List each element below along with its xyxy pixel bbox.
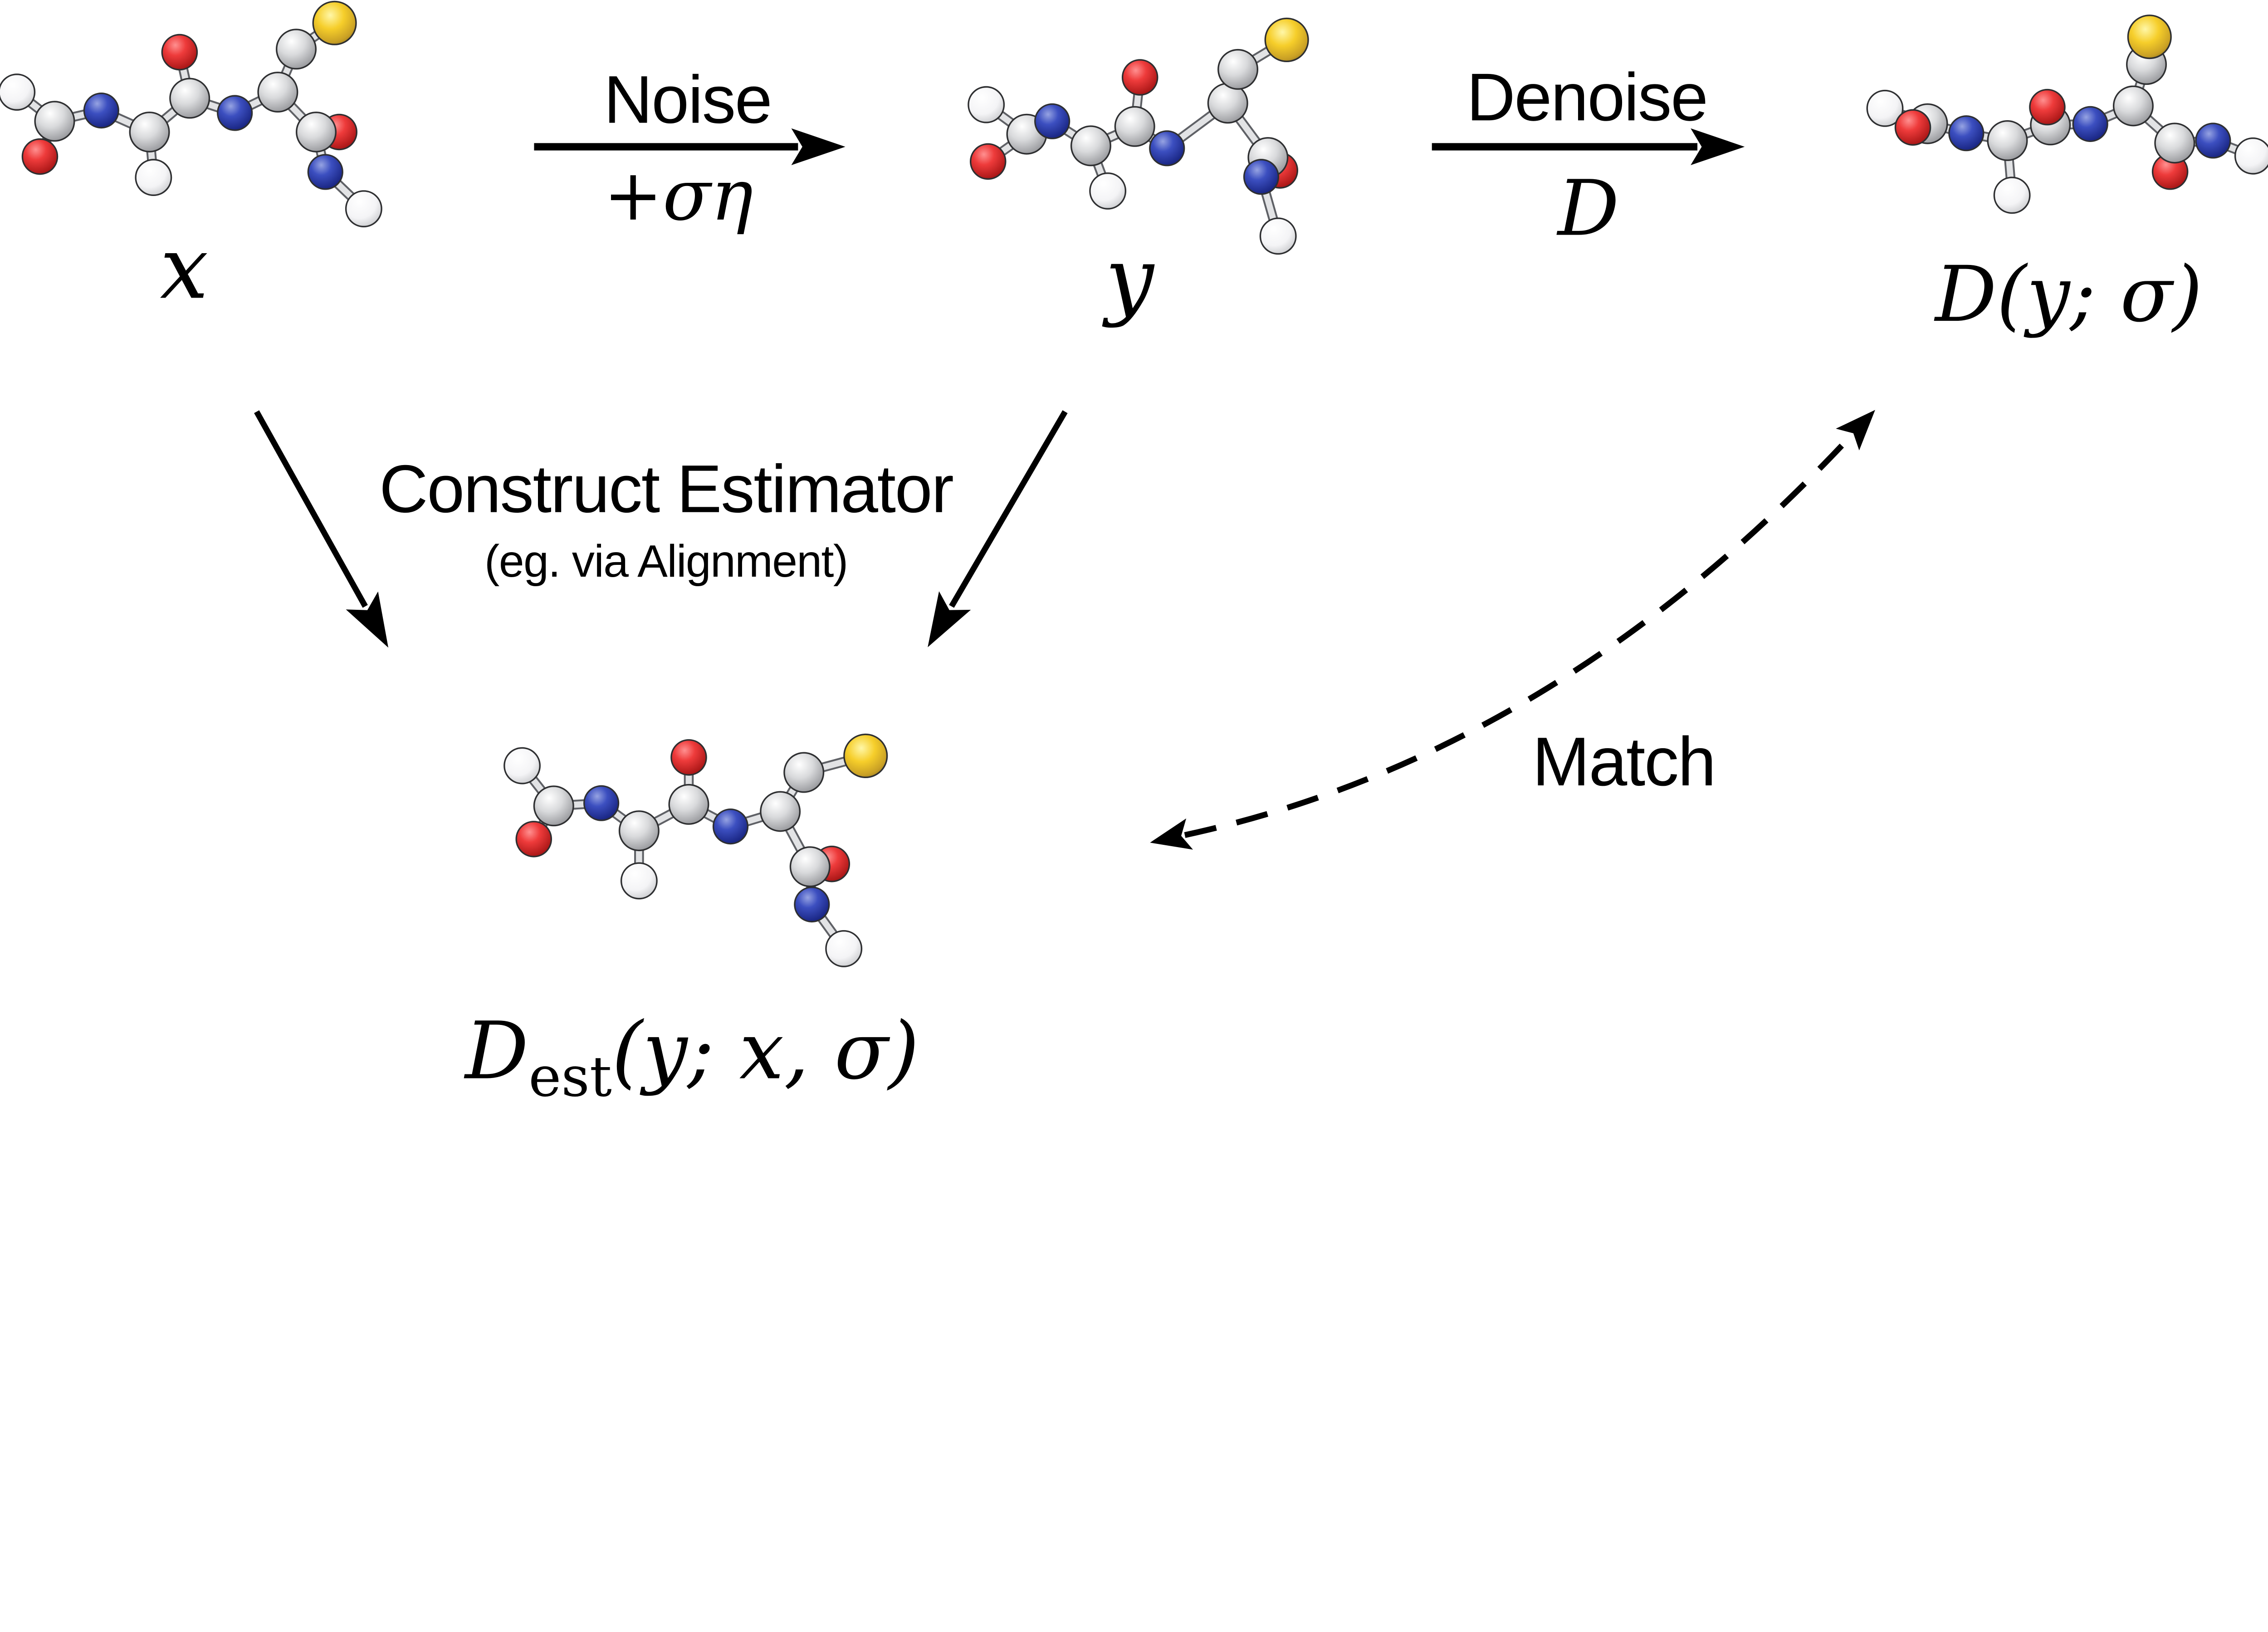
atom-H — [1089, 172, 1127, 210]
clean-molecule-label: x — [160, 218, 209, 318]
diagram-canvas: Noise +ση Denoise D Construct Estimator … — [0, 0, 2268, 1105]
atom-N — [794, 886, 830, 923]
atom-O — [161, 34, 198, 71]
atom-N — [217, 95, 253, 131]
atom-N — [583, 785, 620, 821]
atom-H — [0, 74, 36, 111]
atom-C — [1070, 125, 1111, 167]
match-label: Match — [1532, 723, 1715, 800]
atom-H — [825, 930, 863, 967]
denoised-output-label: D(y; σ) — [1934, 250, 2202, 339]
molecule-x — [0, 0, 382, 228]
molecule-denoised — [1866, 15, 2268, 214]
molecule-estimated — [503, 733, 888, 967]
atom-C — [668, 784, 709, 825]
atom-C — [1114, 106, 1155, 147]
atom-C — [169, 78, 210, 119]
atom-C — [1987, 120, 2028, 161]
atom-C — [129, 111, 170, 152]
construct-arrow-from-x — [254, 410, 389, 648]
match-arrow — [1150, 410, 1875, 850]
denoise-label: Denoise — [1466, 59, 1707, 135]
atom-H — [1866, 89, 1904, 127]
atom-O — [969, 143, 1007, 180]
estimator-label-main: D — [464, 1005, 528, 1097]
atom-N — [1034, 103, 1070, 139]
construct-arrow-from-y — [928, 410, 1068, 647]
atom-C — [257, 72, 298, 113]
atom-S — [1264, 17, 1309, 63]
atom-O — [1894, 109, 1931, 146]
construct-estimator-note: (eg. via Alignment) — [484, 536, 848, 587]
estimator-label: Dest(y; x, σ) — [464, 1005, 919, 1104]
atom-C — [34, 101, 75, 142]
noise-label: Noise — [604, 62, 771, 137]
diagram-root: Noise +ση Denoise D Construct Estimator … — [0, 0, 2268, 1105]
atom-C — [1217, 49, 1259, 90]
atom-N — [83, 93, 119, 129]
atom-C — [276, 29, 317, 70]
atom-N — [1243, 159, 1280, 195]
atom-H — [135, 159, 172, 196]
atom-O — [515, 821, 552, 858]
atom-N — [1948, 115, 1984, 152]
molecule-y — [968, 17, 1309, 255]
atom-C — [789, 846, 831, 887]
noisy-molecule-label: y — [1102, 229, 1155, 329]
atom-H — [345, 190, 382, 228]
atom-S — [312, 0, 357, 45]
noise-formula: +ση — [604, 154, 753, 236]
atom-N — [307, 154, 343, 190]
atom-H — [503, 747, 541, 784]
atom-H — [2234, 137, 2268, 175]
atom-C — [618, 810, 660, 852]
atom-S — [843, 733, 888, 779]
denoise-operator-label: D — [1556, 164, 1619, 253]
estimator-label-arguments: (y; x, σ) — [612, 1005, 919, 1097]
atom-H — [1259, 217, 1297, 255]
atom-O — [670, 739, 707, 776]
atom-N — [2072, 106, 2108, 142]
atom-O — [21, 138, 59, 175]
atom-C — [2112, 85, 2154, 127]
atom-N — [2195, 123, 2231, 159]
atom-N — [712, 809, 749, 845]
atom-C — [783, 752, 825, 793]
atom-C — [760, 791, 801, 832]
atom-H — [620, 862, 658, 900]
atom-H — [1993, 176, 2031, 214]
atom-O — [2029, 88, 2066, 126]
atom-C — [533, 785, 574, 827]
construct-estimator-label: Construct Estimator — [379, 451, 953, 527]
atom-N — [1149, 130, 1185, 167]
atom-C — [295, 111, 337, 152]
atom-H — [968, 86, 1005, 123]
atom-C — [2154, 123, 2195, 164]
atom-S — [2127, 15, 2172, 59]
atom-O — [1121, 59, 1158, 96]
estimator-label-subscript: est — [528, 1045, 612, 1104]
